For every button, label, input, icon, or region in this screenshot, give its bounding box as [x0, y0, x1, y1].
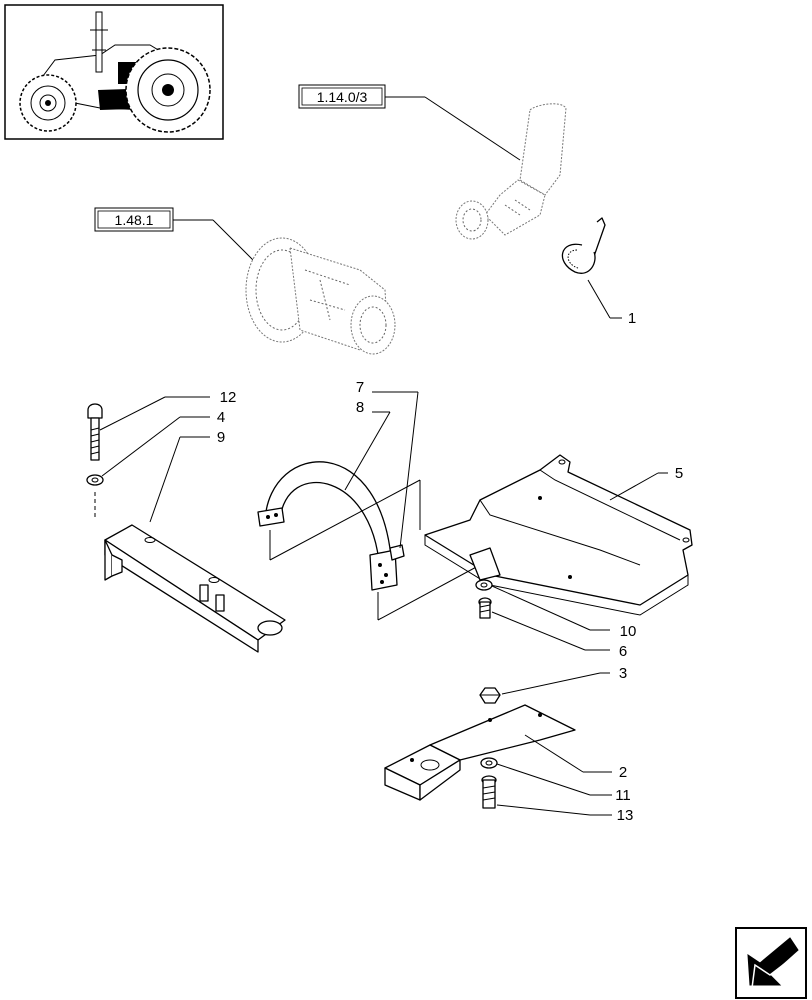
reference-box-1-14-0-3[interactable]: 1.14.0/3: [298, 84, 386, 109]
screw-part-6[interactable]: [478, 597, 492, 619]
callout-11: 11: [615, 787, 631, 804]
callout-8: 8: [356, 399, 364, 416]
bracket-part-9[interactable]: [104, 524, 286, 653]
nut-part-3[interactable]: [479, 687, 501, 704]
washer-part-4[interactable]: [86, 474, 104, 486]
mounting-bracket-part-2[interactable]: [384, 704, 576, 801]
bolt-part-12[interactable]: [87, 403, 103, 461]
plate-part-7[interactable]: [389, 544, 405, 561]
tractor-thumbnail-icon[interactable]: [4, 4, 224, 140]
callout-12: 12: [220, 389, 237, 406]
callout-6: 6: [619, 643, 627, 660]
next-page-arrow-icon[interactable]: [735, 927, 807, 999]
reference-label: 1.14.0/3: [317, 89, 368, 105]
callout-13: 13: [617, 807, 634, 824]
callout-10: 10: [620, 623, 637, 640]
hose-ghost-part: [455, 103, 567, 240]
washer-part-10[interactable]: [475, 579, 493, 591]
callout-2: 2: [619, 764, 627, 781]
callout-7: 7: [356, 379, 364, 396]
strap-part-8[interactable]: [257, 461, 398, 591]
reference-box-1-48-1[interactable]: 1.48.1: [94, 207, 174, 232]
reference-label: 1.48.1: [115, 212, 154, 228]
transmission-ghost-part: [245, 237, 396, 355]
callout-1: 1: [628, 310, 636, 327]
shield-part-5[interactable]: [424, 454, 693, 616]
callout-5: 5: [675, 465, 683, 482]
bolt-part-13[interactable]: [481, 775, 497, 809]
callout-3: 3: [619, 665, 627, 682]
clip-part[interactable]: [561, 217, 606, 274]
washer-part-11[interactable]: [480, 757, 498, 769]
callout-4: 4: [217, 409, 225, 426]
callout-9: 9: [217, 429, 225, 446]
